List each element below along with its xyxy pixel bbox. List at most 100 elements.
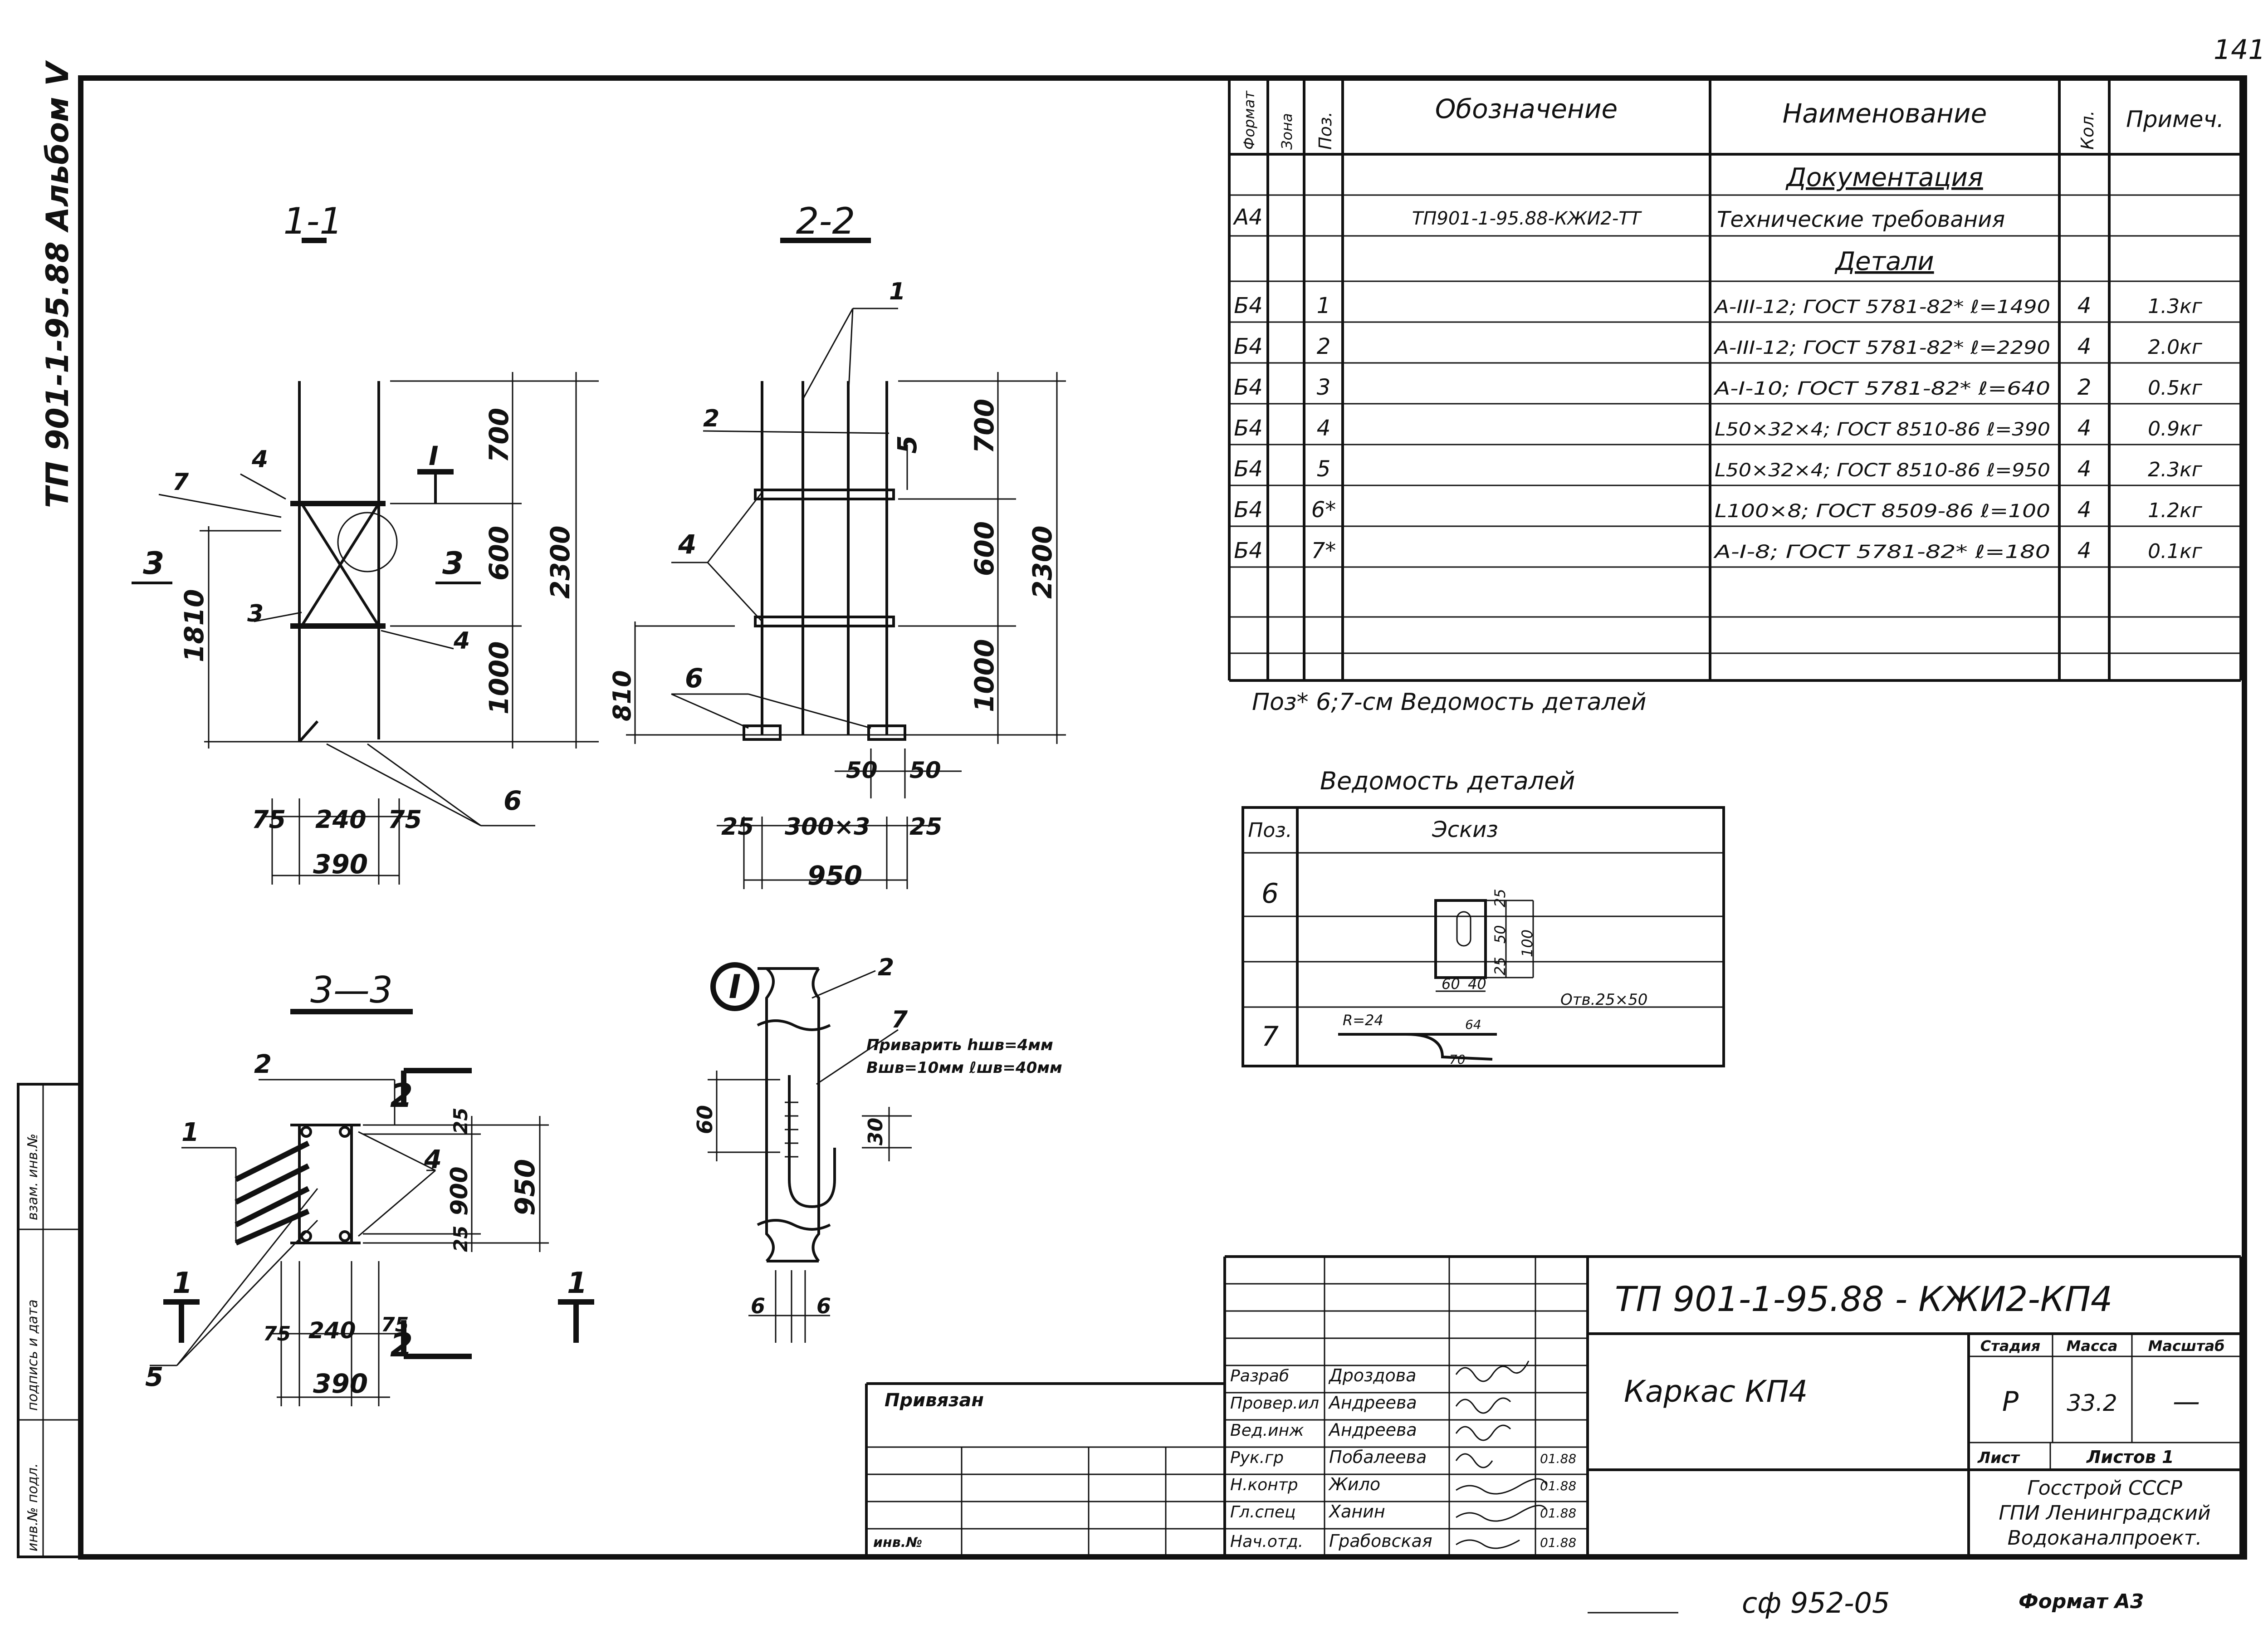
svg-text:Б4: Б4 <box>1234 293 1262 318</box>
callout-4: 4 <box>424 1145 442 1174</box>
stage-header: Стадия <box>1980 1337 2040 1355</box>
svg-text:А-III-12; ГОСТ 5781-82* ℓ=1490: А-III-12; ГОСТ 5781-82* ℓ=1490 <box>1713 297 2050 318</box>
details-table <box>1242 806 1725 1067</box>
role-label: Нач.отд. <box>1230 1532 1303 1551</box>
svg-text:4: 4 <box>2077 416 2092 441</box>
svg-text:0.5кг: 0.5кг <box>2148 377 2203 400</box>
svg-text:А-III-12; ГОСТ 5781-82* ℓ=2290: А-III-12; ГОСТ 5781-82* ℓ=2290 <box>1713 338 2050 358</box>
role-name: Андреева <box>1328 1393 1417 1413</box>
dim-label: 50 <box>846 757 878 783</box>
svg-text:Б4: Б4 <box>1234 334 1262 359</box>
spec-row: Б4 1 А-III-12; ГОСТ 5781-82* ℓ=1490 4 1.… <box>1234 293 2202 318</box>
section-3-3-drawing <box>150 1009 594 1406</box>
svg-text:L50×32×4; ГОСТ 8510-86 ℓ=950: L50×32×4; ГОСТ 8510-86 ℓ=950 <box>1715 460 2050 481</box>
role-label: Вед.инж <box>1230 1421 1304 1440</box>
section-3-3-title: 3—3 <box>310 969 393 1011</box>
detail6-dim: 50 <box>1491 925 1509 944</box>
section-1-1-drawing <box>132 238 599 885</box>
section-2-2-title: 2-2 <box>796 200 855 242</box>
node-I-callout-2: 2 <box>878 954 894 981</box>
dim-label: 950 <box>509 1159 541 1216</box>
dim-label: 700 <box>969 399 1000 454</box>
cut-mark-1: 1 <box>567 1267 587 1300</box>
spec-row: Б4 3 А-I-10; ГОСТ 5781-82* ℓ=640 2 0.5кг <box>1234 375 2202 400</box>
title-block <box>1223 1255 2242 1557</box>
svg-text:Б4: Б4 <box>1234 538 1262 563</box>
callout-3: 3 <box>247 600 264 627</box>
mass-header: Масса <box>2067 1337 2118 1355</box>
svg-text:4: 4 <box>1317 416 1331 441</box>
spec-doc-designation: ТП901-1-95.88-КЖИ2-ТТ <box>1412 208 1642 229</box>
dim-label: 390 <box>313 1368 368 1399</box>
dim-label: 240 <box>308 1317 356 1344</box>
org-line: ГПИ Ленинградский <box>1999 1502 2210 1525</box>
dim-label: 600 <box>484 526 514 581</box>
svg-text:5: 5 <box>1317 456 1331 482</box>
svg-text:L100×8; ГОСТ 8509-86 ℓ=100: L100×8; ГОСТ 8509-86 ℓ=100 <box>1715 501 2050 522</box>
svg-text:1: 1 <box>1317 293 1331 318</box>
spec-section-details: Детали <box>1834 247 1934 276</box>
role-name: Жило <box>1328 1474 1380 1494</box>
svg-text:6*: 6* <box>1311 497 1336 523</box>
callout-1: 1 <box>181 1118 199 1147</box>
svg-text:инв.№ подл.: инв.№ подл. <box>25 1463 41 1552</box>
dim-label: 50 <box>909 757 941 783</box>
side-stamp: инв.№ подл. подпись и дата взам. инв.№ <box>17 1083 82 1558</box>
detail6-dim: 25 <box>1491 957 1509 975</box>
svg-text:Б4: Б4 <box>1234 456 1262 482</box>
svg-text:2: 2 <box>2077 375 2092 400</box>
svg-text:2.3кг: 2.3кг <box>2148 458 2203 481</box>
svg-text:1.2кг: 1.2кг <box>2148 499 2203 522</box>
spec-row: Б4 5 L50×32×4; ГОСТ 8510-86 ℓ=950 4 2.3к… <box>1234 456 2202 482</box>
svg-text:L50×32×4; ГОСТ 8510-86 ℓ=390: L50×32×4; ГОСТ 8510-86 ℓ=390 <box>1715 419 2050 440</box>
role-date: 01.88 <box>1540 1535 1576 1550</box>
svg-text:А-I-10; ГОСТ 5781-82* ℓ=640: А-I-10; ГОСТ 5781-82* ℓ=640 <box>1713 378 2050 399</box>
role-label: Рук.гр <box>1230 1448 1284 1467</box>
role-label: Н.контр <box>1230 1476 1298 1494</box>
sheet-header: Лист <box>1977 1449 2020 1467</box>
section-2-2-drawing <box>626 238 1066 889</box>
dim-label: 25 <box>450 1226 472 1252</box>
spec-doc-name: Технические требования <box>1717 207 2005 232</box>
role-name: Ханин <box>1328 1502 1385 1521</box>
dim-label: 75 <box>263 1322 291 1345</box>
svg-text:2: 2 <box>1317 334 1331 359</box>
drawing-name: Каркас КП4 <box>1624 1374 1808 1409</box>
spec-header-name: Наименование <box>1783 98 1987 129</box>
callout-4: 4 <box>453 627 470 655</box>
detail7-dim: 64 <box>1465 1017 1481 1032</box>
spec-header-designation: Обозначение <box>1435 93 1618 124</box>
spec-header-format: Формат <box>1241 90 1258 150</box>
detail6-dim: 40 <box>1468 975 1486 993</box>
detail6-dim: 60 <box>1442 975 1460 993</box>
dim-label: 25 <box>721 813 754 841</box>
dim-label: 2300 <box>545 526 576 599</box>
dim-label: 6 <box>816 1294 831 1318</box>
drawing-code: ТП 901-1-95.88 - КЖИ2-КП4 <box>1615 1279 2112 1319</box>
signatures <box>1455 1360 1548 1549</box>
spec-header-note: Примеч. <box>2126 106 2224 132</box>
svg-text:подпись и дата: подпись и дата <box>25 1299 41 1411</box>
role-label: Провер.ил <box>1230 1394 1319 1413</box>
dim-label: 950 <box>807 860 862 891</box>
dim-label: 2300 <box>1027 526 1058 599</box>
node-mark-I: I <box>429 440 439 471</box>
spec-section-docs: Документация <box>1785 163 1983 192</box>
role-date: 01.88 <box>1540 1478 1576 1493</box>
sheet-frame <box>78 75 2247 1560</box>
spec-footnote: Поз* 6;7-см Ведомость деталей <box>1252 689 1647 716</box>
svg-text:4: 4 <box>2077 538 2092 563</box>
detail6-dim: Отв.25×50 <box>1560 991 1647 1009</box>
dim-label: 390 <box>313 849 368 880</box>
svg-text:2.0кг: 2.0кг <box>2148 336 2203 359</box>
dim-label: 60 <box>693 1105 717 1134</box>
dim-label: 1810 <box>179 589 210 662</box>
role-name: Грабовская <box>1329 1531 1432 1551</box>
details-col-pos: Поз. <box>1248 819 1292 842</box>
details-row-pos-6: 6 <box>1261 878 1279 910</box>
org-line: Водоканалпроект. <box>2008 1526 2202 1550</box>
cut-mark-1: 1 <box>172 1267 193 1300</box>
node-I-callout-7: 7 <box>891 1006 908 1033</box>
cut-mark-2: 2 <box>390 1326 413 1364</box>
spec-row: Б4 6* L100×8; ГОСТ 8509-86 ℓ=100 4 1.2кг <box>1234 497 2202 523</box>
